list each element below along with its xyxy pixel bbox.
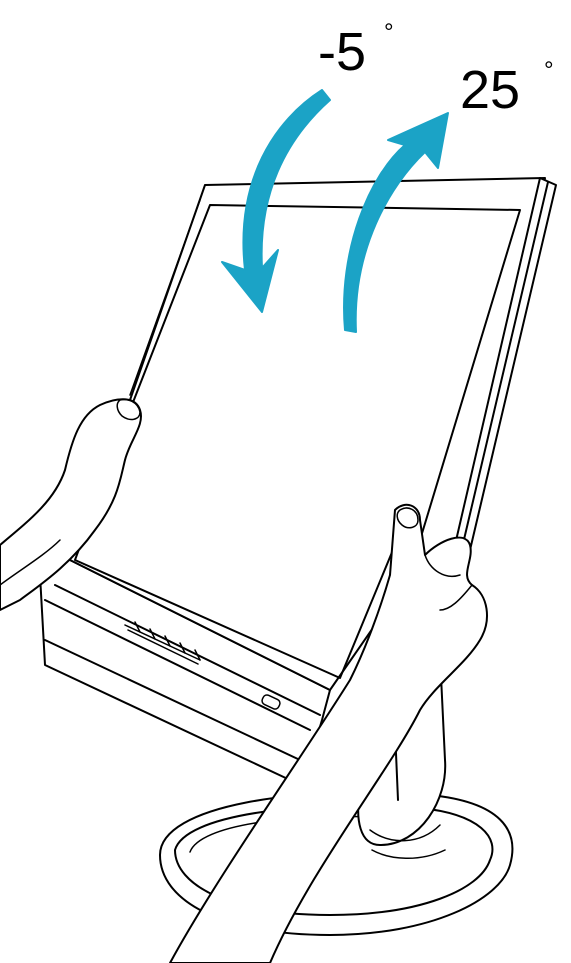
backward-angle-value: -5 [318,22,366,82]
forward-tilt-label: 25 ° [460,57,554,120]
forward-angle-value: 25 [460,60,520,120]
forward-degree-symbol: ° [544,57,554,84]
backward-tilt-label: -5 ° [318,19,394,82]
backward-degree-symbol: ° [384,19,394,46]
